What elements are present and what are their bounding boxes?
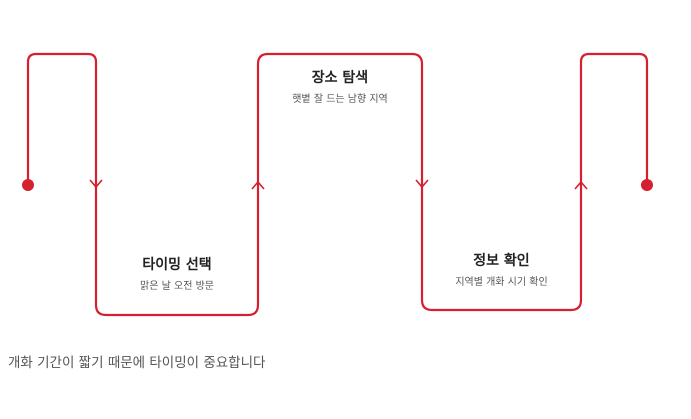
step-title: 정보 확인 xyxy=(473,253,530,269)
step-location: 장소 탐색 햇볕 잘 드는 남향 지역 xyxy=(260,69,420,106)
step-info: 정보 확인 지역별 개화 시기 확인 xyxy=(423,252,580,289)
step-title: 타이밍 선택 xyxy=(142,257,212,273)
caption-text: 개화 기간이 짧기 때문에 타이밍이 중요합니다 xyxy=(8,355,266,371)
arrow-up-icon xyxy=(251,180,265,190)
step-timing: 타이밍 선택 맑은 날 오전 방문 xyxy=(98,256,256,293)
process-flow-line xyxy=(22,52,653,317)
arrow-down-icon xyxy=(415,179,429,189)
step-description: 햇볕 잘 드는 남향 지역 xyxy=(292,94,388,105)
arrow-up-icon xyxy=(574,180,588,190)
end-dot xyxy=(641,179,653,191)
arrow-down-icon xyxy=(89,179,103,189)
step-description: 맑은 날 오전 방문 xyxy=(140,281,214,292)
step-description: 지역별 개화 시기 확인 xyxy=(455,277,548,288)
start-dot xyxy=(22,179,34,191)
flow-path xyxy=(26,52,649,317)
step-title: 장소 탐색 xyxy=(311,70,369,86)
